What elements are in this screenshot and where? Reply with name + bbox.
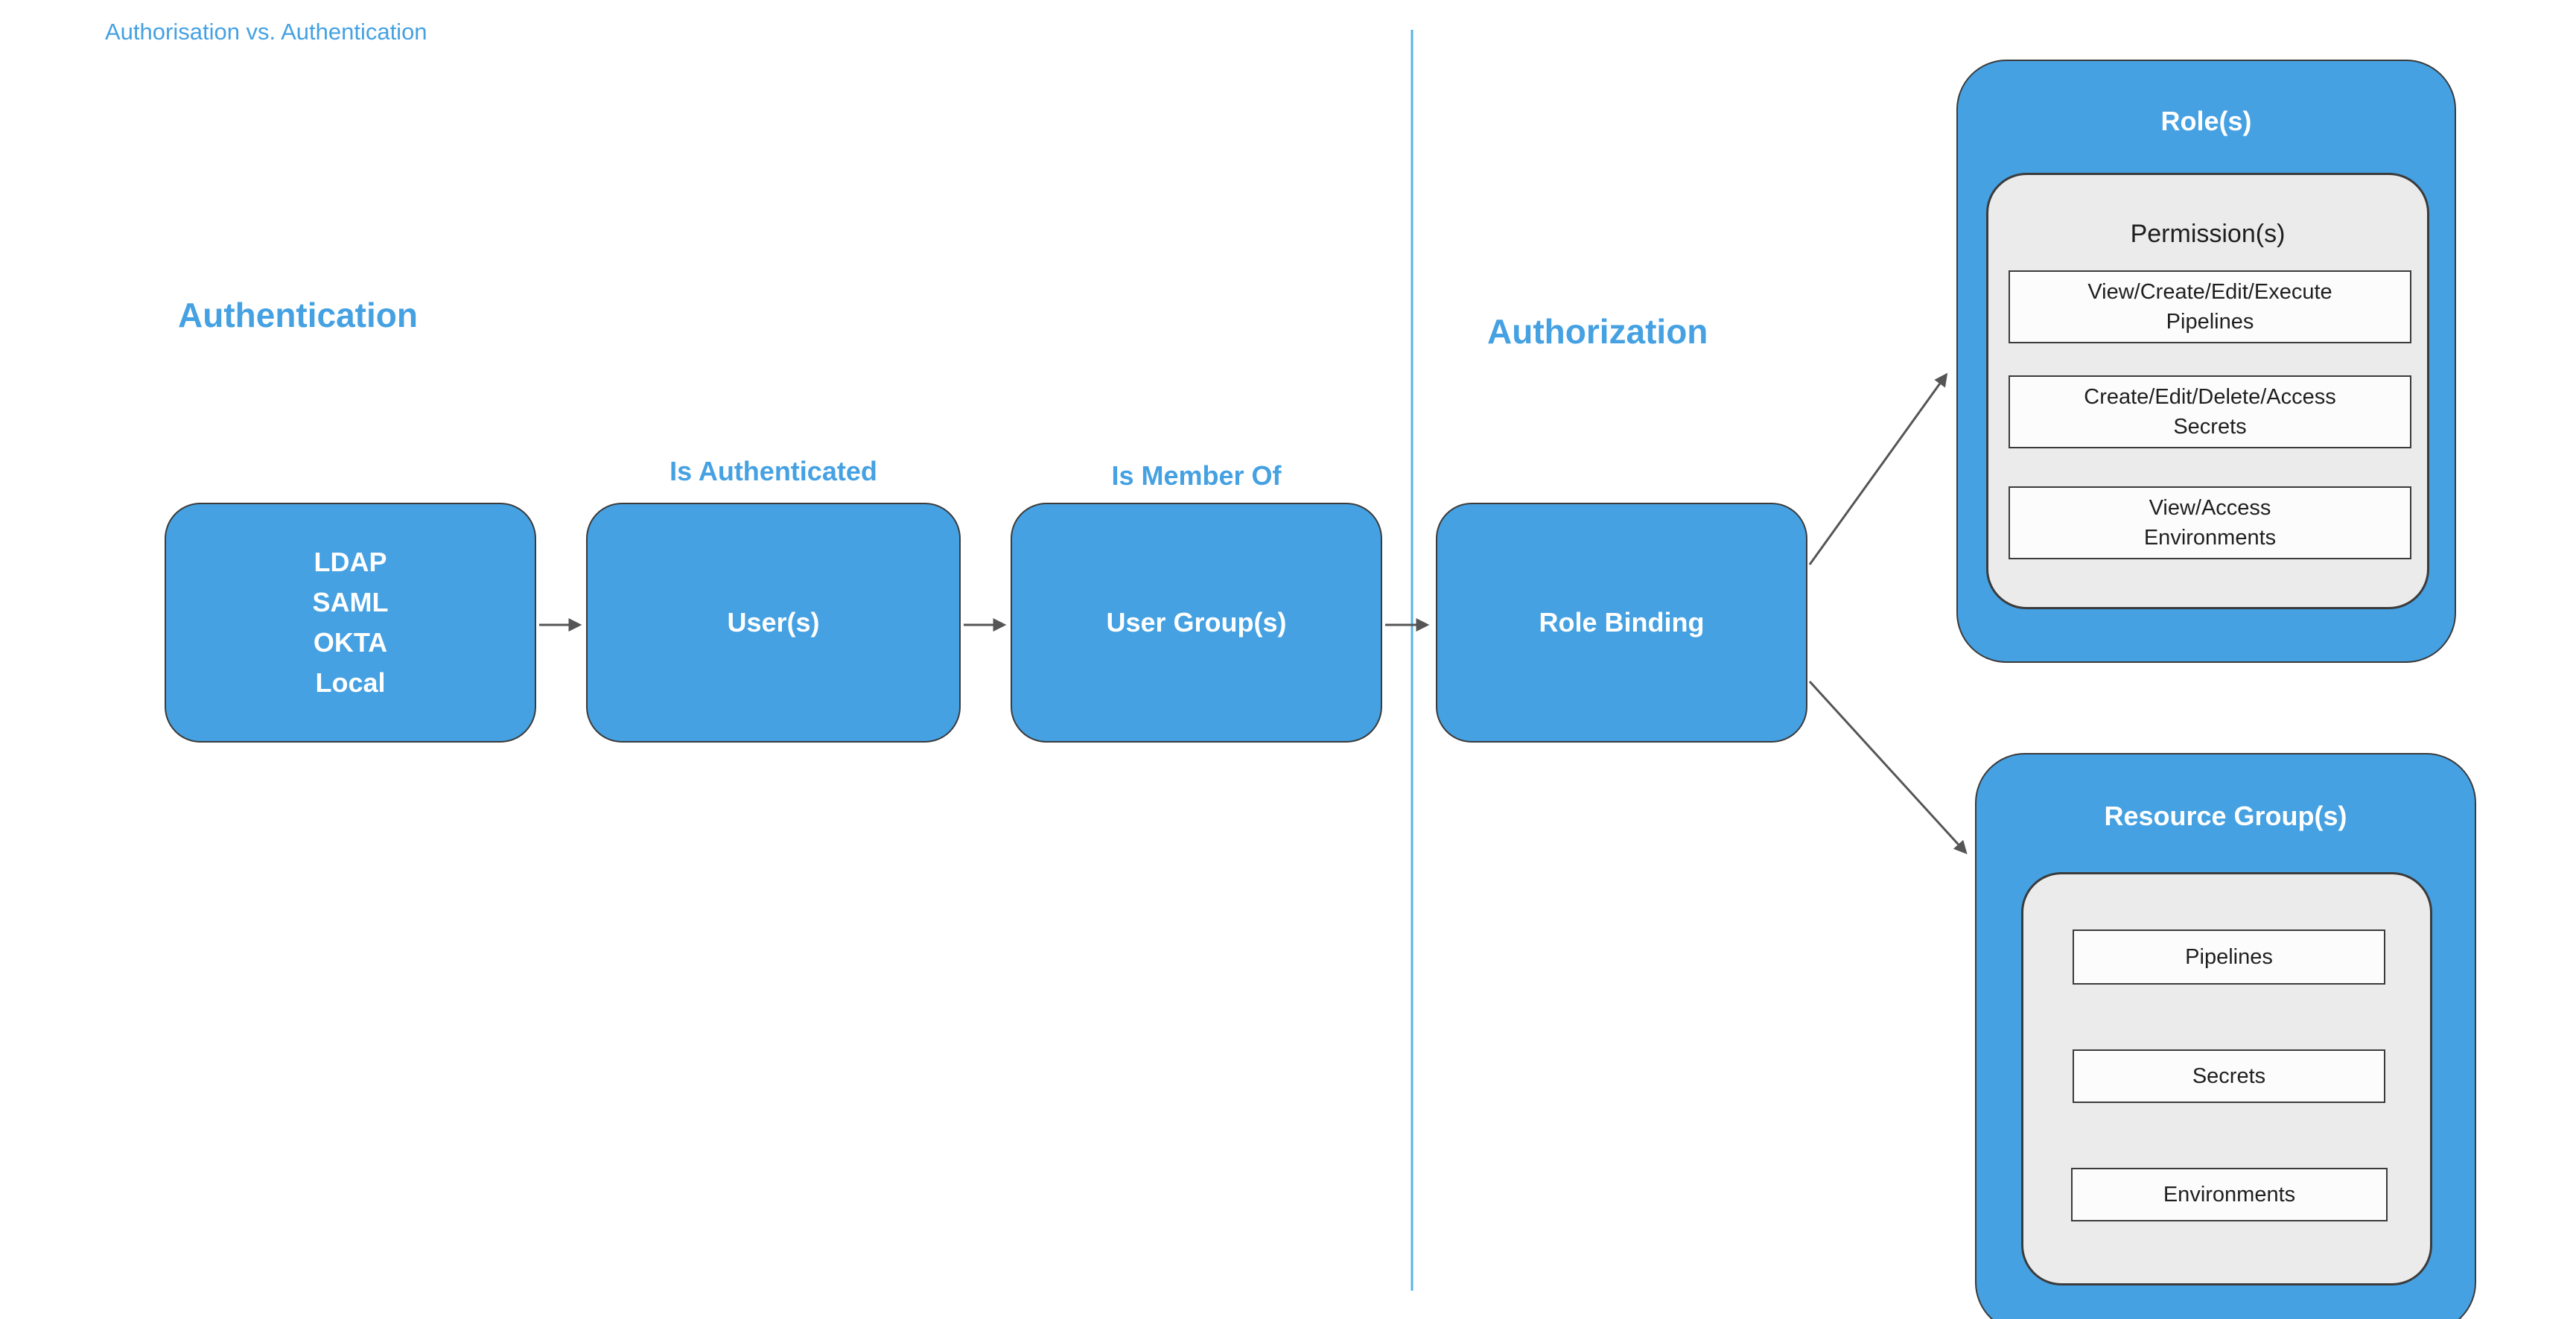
identity-providers-box: LDAP SAML OKTA Local — [165, 503, 536, 743]
provider-line-saml: SAML — [312, 587, 389, 617]
is-authenticated-label: Is Authenticated — [670, 456, 877, 486]
authentication-heading: Authentication — [178, 296, 418, 334]
roles-heading: Role(s) — [2160, 106, 2252, 136]
permission-line: Secrets — [2173, 415, 2247, 439]
permission-line: View/Access — [2149, 496, 2271, 520]
resource-label: Pipelines — [2185, 945, 2273, 969]
user-groups-box: User Group(s) — [1011, 503, 1382, 743]
users-box: User(s) — [586, 503, 961, 743]
resource-groups-heading: Resource Group(s) — [2104, 801, 2347, 831]
resource-box-secrets: Secrets — [2073, 1049, 2385, 1103]
resource-groups-container: Resource Group(s) Pipelines Secrets Envi… — [1975, 753, 2476, 1319]
resource-label: Environments — [2163, 1183, 2296, 1207]
permission-box-secrets: Create/Edit/Delete/Access Secrets — [2009, 375, 2411, 448]
arrow-binding-to-resource-groups — [1808, 680, 1968, 854]
users-box-label: User(s) — [727, 607, 820, 638]
page-title: Authorisation vs. Authentication — [105, 19, 427, 45]
permissions-title: Permission(s) — [2130, 220, 2286, 248]
resource-label: Secrets — [2192, 1064, 2266, 1088]
permissions-panel: Permission(s) View/Create/Edit/Execute P… — [1986, 173, 2429, 609]
permission-box-environments: View/Access Environments — [2009, 486, 2411, 559]
arrow-binding-to-roles — [1808, 372, 1948, 565]
provider-line-local: Local — [315, 667, 386, 698]
provider-line-okta: OKTA — [313, 627, 388, 658]
provider-line-ldap: LDAP — [314, 547, 387, 577]
role-binding-box: Role Binding — [1436, 503, 1807, 743]
resource-groups-panel: Pipelines Secrets Environments — [2021, 872, 2432, 1285]
user-groups-box-label: User Group(s) — [1106, 607, 1287, 638]
is-member-of-label: Is Member Of — [1111, 460, 1282, 491]
authorization-heading: Authorization — [1487, 312, 1708, 351]
permission-line: Environments — [2143, 526, 2277, 550]
resource-box-environments: Environments — [2071, 1168, 2388, 1221]
roles-container: Role(s) Permission(s) View/Create/Edit/E… — [1956, 60, 2456, 663]
resource-box-pipelines: Pipelines — [2073, 929, 2385, 985]
permission-line: View/Create/Edit/Execute — [2087, 280, 2332, 304]
permission-line: Create/Edit/Delete/Access — [2084, 385, 2336, 409]
permission-box-pipelines: View/Create/Edit/Execute Pipelines — [2009, 270, 2411, 343]
permission-line: Pipelines — [2166, 310, 2254, 334]
role-binding-box-label: Role Binding — [1539, 607, 1705, 638]
